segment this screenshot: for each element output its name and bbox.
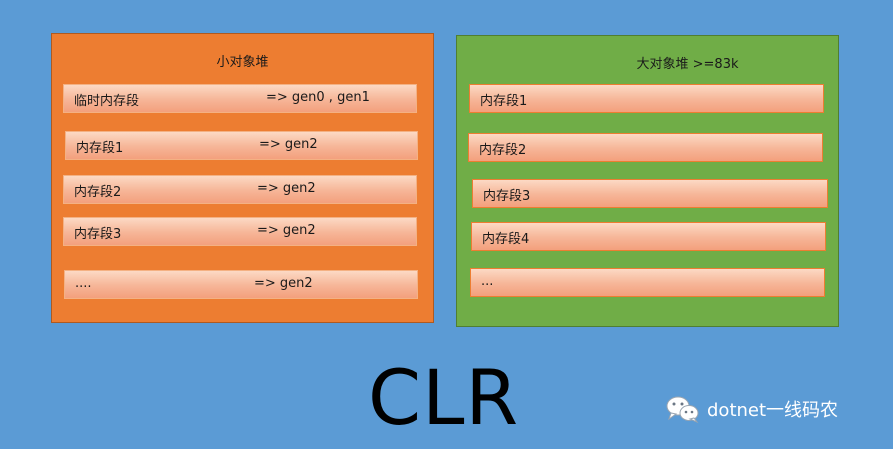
- small-heap-segment-3: 内存段3 => gen2: [63, 217, 417, 246]
- clr-label: CLR: [368, 353, 520, 442]
- segment-label: ....: [75, 276, 92, 291]
- small-heap-segment-temp: 临时内存段 => gen0 , gen1: [63, 84, 417, 113]
- small-object-heap-title: 小对象堆: [216, 55, 269, 70]
- segment-generation: => gen2: [257, 223, 316, 238]
- segment-label: 内存段2: [479, 143, 527, 158]
- segment-label: 内存段4: [482, 232, 530, 247]
- wechat-icon: [666, 396, 699, 424]
- segment-label: 内存段3: [483, 189, 531, 204]
- segment-label: 临时内存段: [74, 94, 140, 109]
- segment-generation: => gen0 , gen1: [266, 90, 370, 105]
- segment-label: 内存段1: [76, 141, 124, 156]
- small-heap-segment-2: 内存段2 => gen2: [63, 175, 417, 204]
- segment-label: ...: [481, 274, 494, 289]
- small-heap-segment-more: .... => gen2: [64, 270, 418, 299]
- large-heap-segment-more: ...: [470, 268, 825, 297]
- watermark: dotnet一线码农: [665, 394, 838, 424]
- large-object-heap: 大对象堆 >=83k 内存段1 内存段2 内存段3 内存段4 ...: [456, 35, 839, 327]
- segment-generation: => gen2: [259, 137, 318, 152]
- small-object-heap: 小对象堆 临时内存段 => gen0 , gen1 内存段1 => gen2 内…: [51, 33, 434, 323]
- segment-generation: => gen2: [257, 181, 316, 196]
- segment-label: 内存段3: [74, 227, 122, 242]
- watermark-text: dotnet一线码农: [707, 400, 839, 421]
- segment-label: 内存段2: [74, 185, 122, 200]
- segment-label: 内存段1: [480, 94, 528, 109]
- segment-generation: => gen2: [254, 276, 313, 291]
- large-object-heap-title: 大对象堆 >=83k: [636, 57, 739, 72]
- large-heap-segment-2: 内存段2: [468, 133, 823, 162]
- large-heap-segment-4: 内存段4: [471, 222, 826, 251]
- large-heap-segment-1: 内存段1: [469, 84, 824, 113]
- small-heap-segment-1: 内存段1 => gen2: [65, 131, 418, 160]
- large-heap-segment-3: 内存段3: [472, 179, 828, 208]
